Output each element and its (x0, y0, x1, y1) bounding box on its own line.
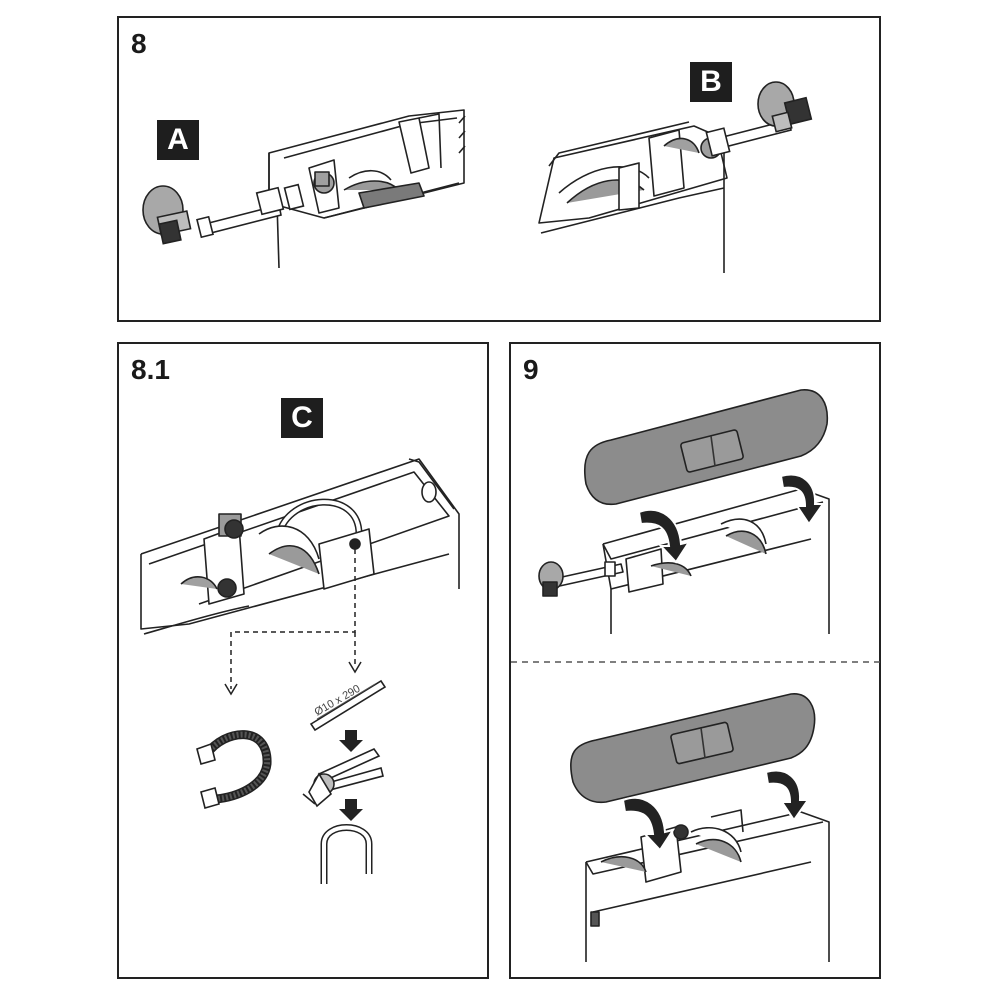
lid-fitting-illustration-bottom (569, 693, 830, 962)
cistern-connection-left-illustration (142, 109, 466, 269)
cistern-inlet-pipe-illustration: Ø10 x 290 (140, 458, 460, 884)
step-number: 8.1 (131, 354, 170, 385)
step-number: 8 (131, 28, 147, 59)
label-badge-b: B (690, 62, 732, 102)
label-badge-a: A (157, 120, 199, 160)
label-badge-c: C (281, 398, 323, 438)
step-number: 9 (523, 354, 539, 385)
panel-step-9: 9 (509, 342, 883, 979)
lid-fitting-illustration-top (538, 389, 830, 634)
panel-step-8: 8 A B (117, 16, 881, 322)
cistern-connection-right-illustration (538, 81, 813, 273)
dashed-divider (511, 661, 883, 663)
panel-step-8-1: 8.1 C (117, 342, 489, 979)
